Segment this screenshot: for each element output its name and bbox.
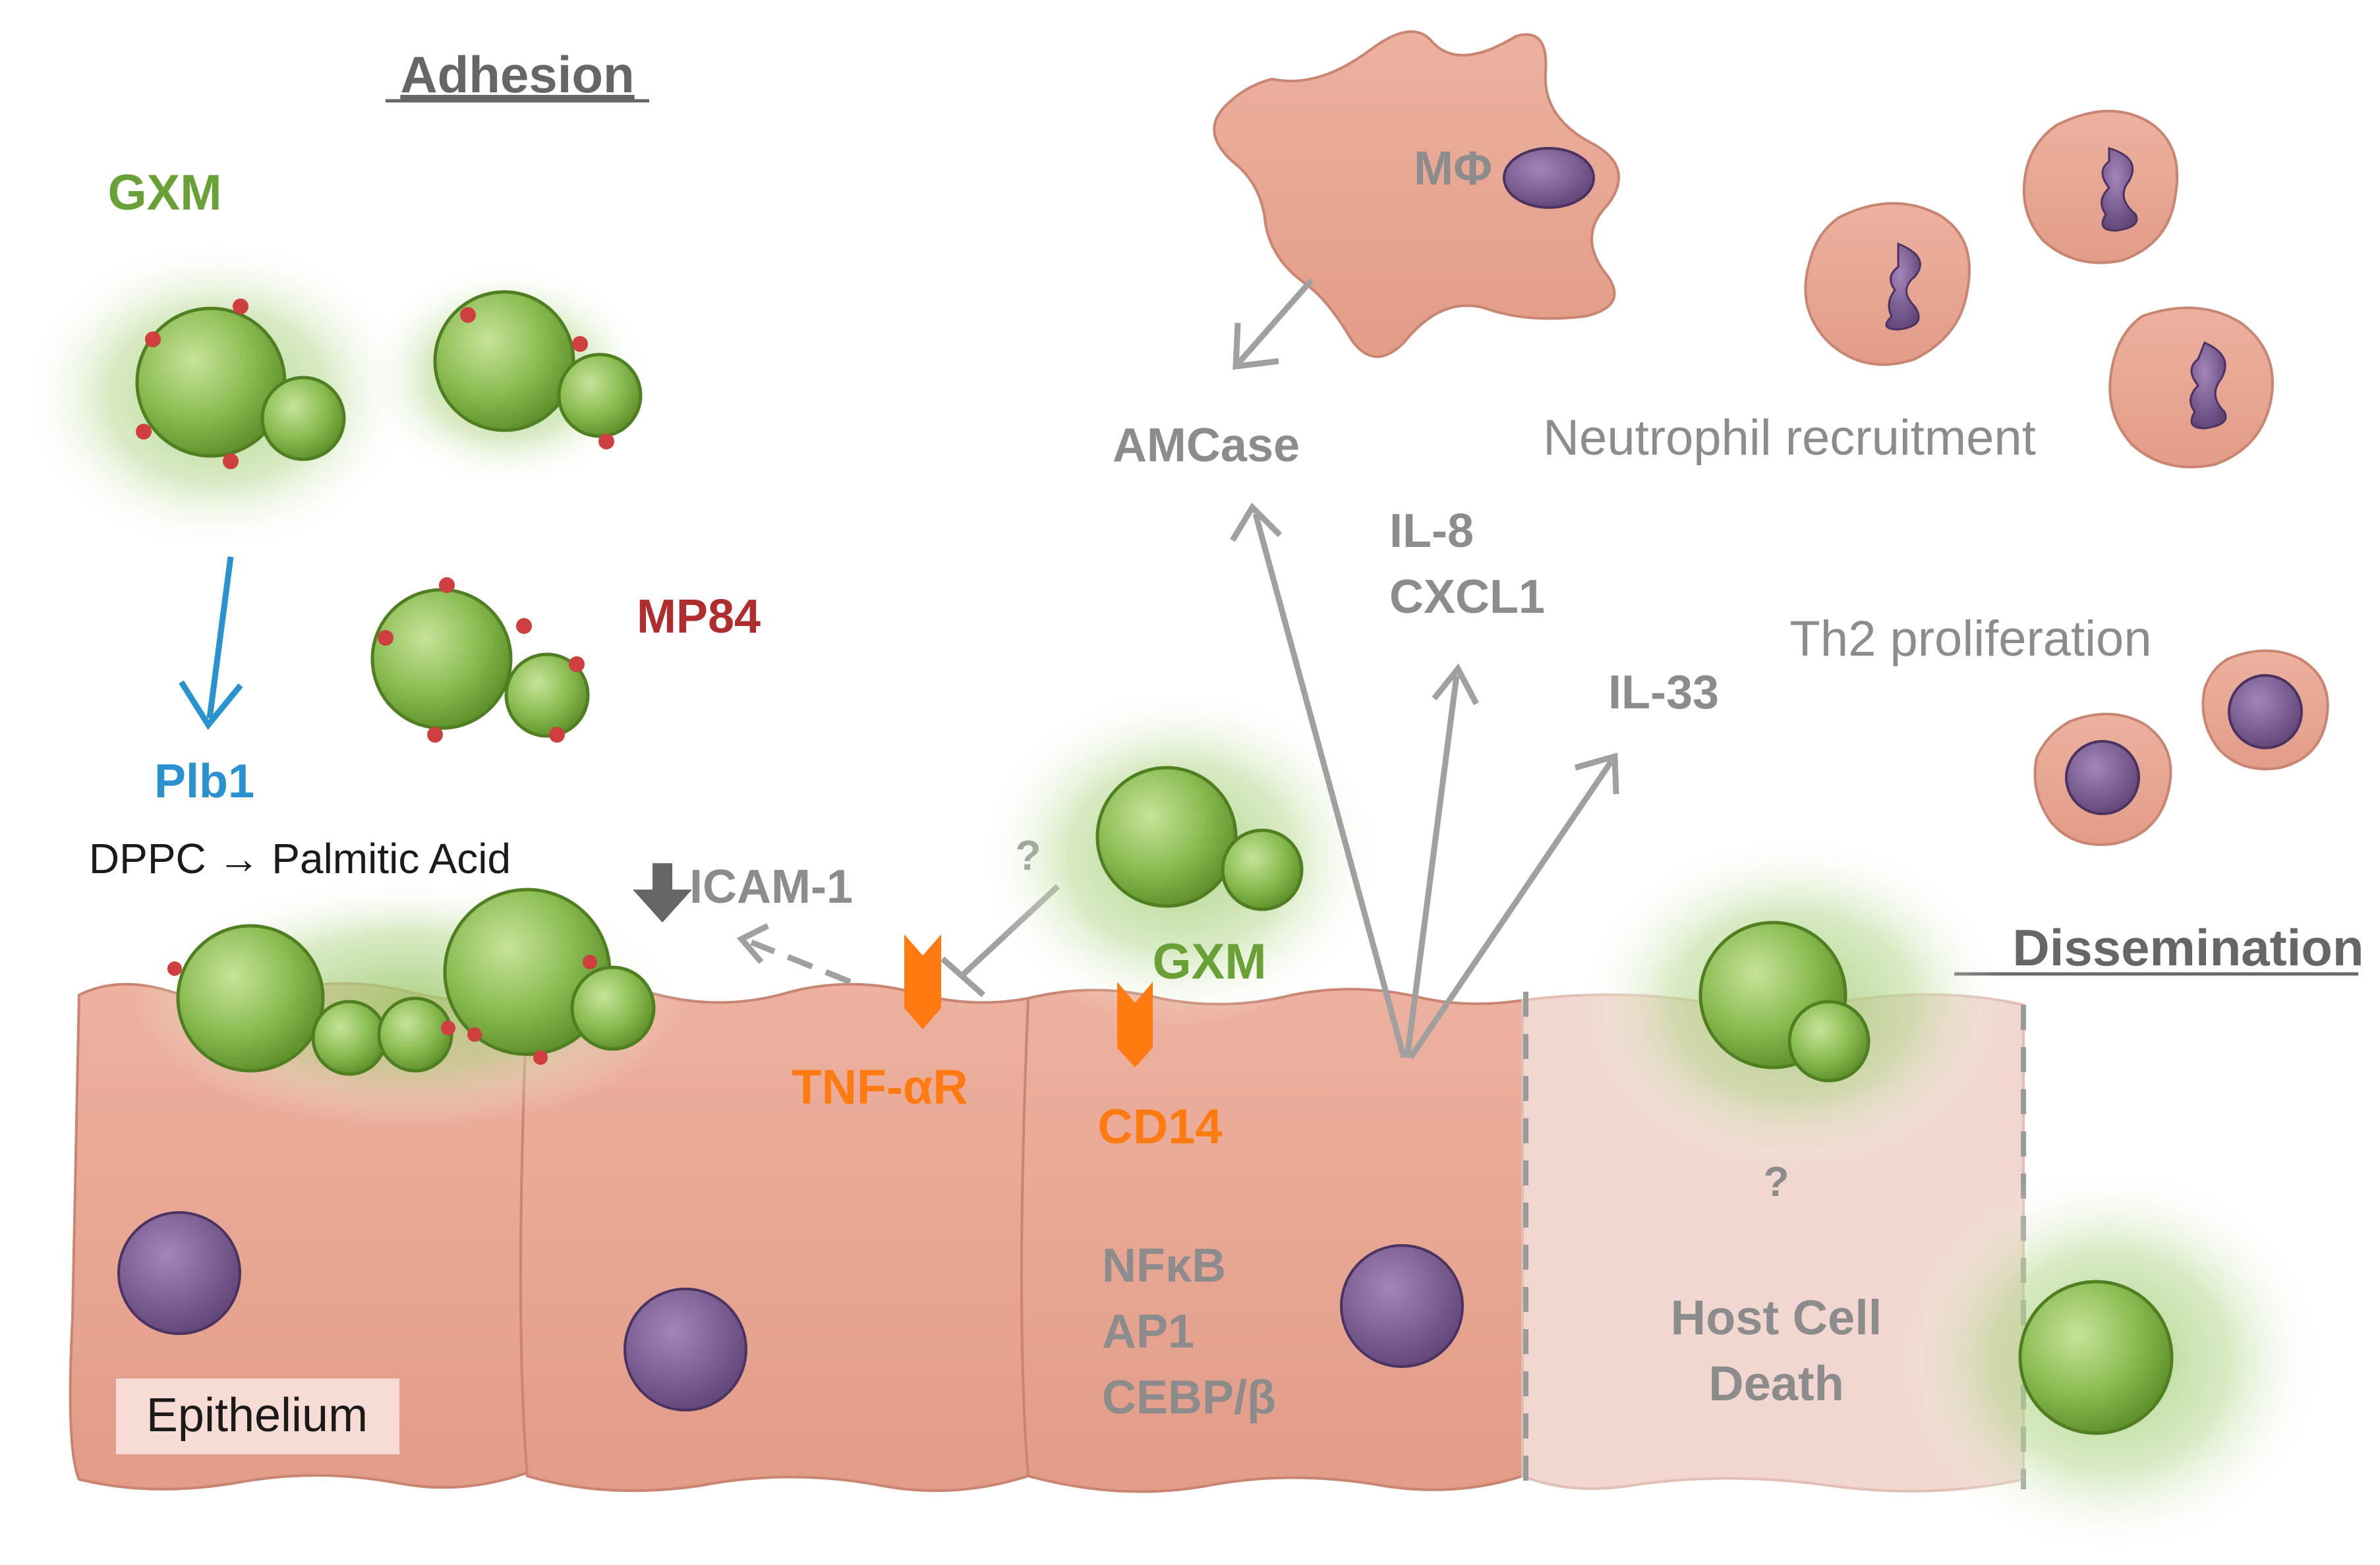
host-cell-death-line1: Host Cell: [1671, 1290, 1882, 1345]
neutrophil-cell: [2108, 306, 2274, 469]
macrophage-cell: [1213, 30, 1620, 358]
adhered-fungi: [132, 876, 685, 1127]
epithelium-label: Epithelium: [146, 1389, 368, 1442]
icam-label: ICAM-1: [689, 861, 853, 913]
mp84-dot: [460, 307, 476, 323]
plb1-label: Plb1: [154, 755, 254, 808]
mp84-dot: [223, 453, 239, 469]
mp84-label: MP84: [637, 590, 761, 643]
ap1-label: AP1: [1102, 1305, 1194, 1358]
yeast-bud-gxm-bottom: [1221, 828, 1304, 911]
th2-cells: Th2 proliferation: [1789, 611, 2329, 846]
dissemination-panel: Dissemination ? Host Cell Death: [1575, 834, 2364, 1558]
disseminated-yeast: [2018, 1280, 2174, 1435]
cebp-label: CEBP/β: [1102, 1371, 1276, 1424]
mp84-dot: [583, 955, 597, 969]
mp84-dot: [533, 1050, 548, 1065]
mp84-dot: [378, 630, 393, 646]
neutrophil-nucleus: [2101, 146, 2138, 232]
host-cell-death-line2: Death: [1708, 1356, 1844, 1411]
mp84-dot: [549, 727, 565, 743]
mp84-dot: [467, 1027, 482, 1042]
death-question-mark: ?: [1763, 1158, 1789, 1205]
yeast-cell-gxm-2: [433, 290, 575, 432]
il33-label: IL-33: [1608, 666, 1719, 719]
mp84-dot: [167, 961, 182, 976]
cd14-receptor-icon: [1117, 982, 1153, 1067]
cxcl1-label: CXCL1: [1389, 571, 1545, 623]
cd14-label: CD14: [1097, 1099, 1222, 1154]
mp84-dot: [441, 1021, 455, 1035]
neutrophil-cell: [1804, 202, 1971, 366]
adhered-yeast-1: [176, 924, 325, 1073]
receptor-signaling: ICAM-1 TNF-αR ? GXM CD14 NFκB AP1 CEBP/β: [633, 685, 1384, 1424]
icam-down-arrow-icon: [633, 863, 692, 923]
gxm-label-top: GXM: [107, 165, 221, 221]
gxm-inhibition-bar: [941, 956, 985, 998]
macrophage-arrow: [1236, 278, 1314, 364]
icam-dashed-arrow: [750, 939, 852, 985]
mp84-dot: [145, 331, 161, 347]
dppc-reaction-label: DPPC → Palmitic Acid: [89, 835, 511, 882]
neutrophil-cell: [2022, 109, 2179, 264]
neutrophil-recruitment-label: Neutrophil recruitment: [1543, 410, 2036, 466]
arrow-to-il8: [1404, 675, 1460, 1058]
adhered-bud-3: [570, 965, 656, 1051]
neutrophils: Neutrophil recruitment: [1543, 109, 2274, 469]
arrow-to-amcase-head: [1230, 502, 1283, 542]
disseminating-bud-1: [1787, 1000, 1871, 1083]
plb1-arrow: [206, 556, 234, 719]
mp84-dot: [572, 336, 588, 352]
macrophage-arrow-head: [1233, 322, 1279, 370]
nfkb-label: NFκB: [1102, 1239, 1226, 1292]
mp84-dot: [136, 424, 152, 440]
amcase-label: AMCase: [1113, 419, 1300, 472]
yeast-bud-mp84: [504, 652, 590, 738]
neutrophil-nucleus: [2190, 341, 2227, 430]
tnf-receptor-label: TNF-αR: [792, 1060, 968, 1114]
adhered-bud-1: [311, 1000, 388, 1076]
mp84-dot: [569, 656, 585, 672]
dissemination-heading: Dissemination: [2012, 919, 2364, 977]
th2-nucleus: [2065, 740, 2140, 815]
mp84-dot: [427, 727, 443, 743]
yeast-bud-gxm-2: [557, 353, 643, 438]
epithelium-label-box: [116, 1379, 399, 1454]
nucleus-cell-2: [624, 1288, 747, 1411]
adhesion-panel: Adhesion GXM MP84 Plb1 DPPC → Palmitic A…: [20, 45, 761, 882]
tnf-receptor-icon: [904, 934, 941, 1029]
mp84-dot: [598, 434, 614, 449]
adhesion-heading: Adhesion: [400, 45, 634, 103]
nucleus-cell-1: [117, 1211, 241, 1335]
yeast-bud-gxm-1: [260, 376, 346, 461]
macrophage: MΦ: [1213, 30, 1620, 370]
nucleus-cell-3: [1340, 1244, 1464, 1368]
gxm-label-bottom: GXM: [1152, 934, 1266, 990]
neutrophil-nucleus: [1885, 242, 1921, 331]
icam-dashed-arrow-head: [736, 923, 770, 964]
yeast-cell-gxm-1: [135, 306, 287, 458]
mp84-dot: [516, 618, 532, 634]
mp84-dot: [233, 299, 248, 314]
macrophage-nucleus: [1503, 147, 1595, 209]
macrophage-label: MΦ: [1414, 142, 1492, 195]
yeast-cell-gxm-bottom: [1095, 766, 1238, 908]
arrow-to-il8-head: [1432, 663, 1479, 706]
th2-proliferation-label: Th2 proliferation: [1789, 611, 2151, 667]
arrow-to-il33: [1408, 759, 1614, 1060]
plb1-arrow-head: [179, 680, 243, 730]
arrow-to-amcase: [1252, 513, 1407, 1059]
yeast-cell-mp84: [370, 588, 513, 730]
arrow-to-il33-head: [1574, 753, 1619, 795]
th2-nucleus: [2228, 674, 2303, 749]
il8-label: IL-8: [1389, 505, 1474, 557]
adhered-bud-2: [377, 996, 453, 1073]
mp84-dot: [439, 577, 455, 593]
cytokine-arrows: AMCase IL-8 CXCL1 IL-33: [1113, 419, 1719, 1060]
